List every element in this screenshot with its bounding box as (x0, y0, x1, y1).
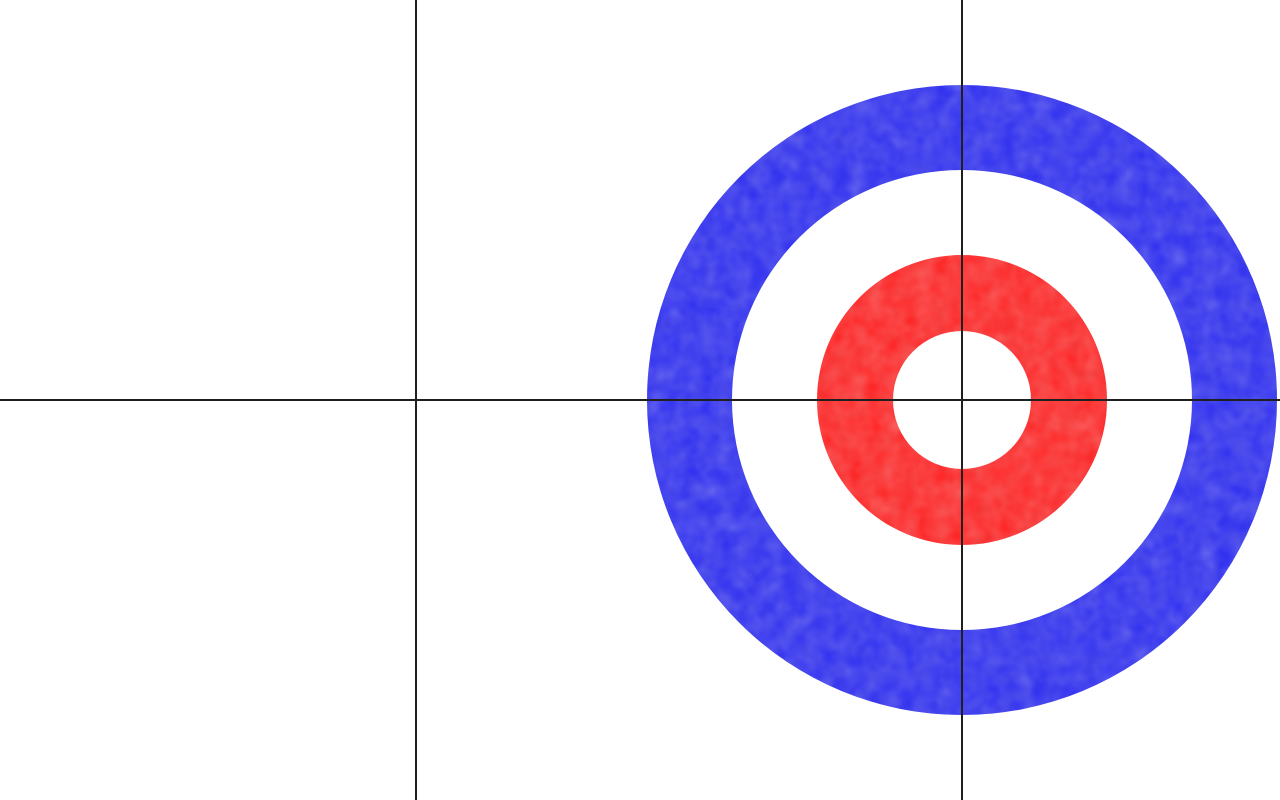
rink-lines (0, 0, 1280, 800)
curling-house-diagram (0, 0, 1280, 800)
curling-house-scene (0, 0, 1280, 800)
